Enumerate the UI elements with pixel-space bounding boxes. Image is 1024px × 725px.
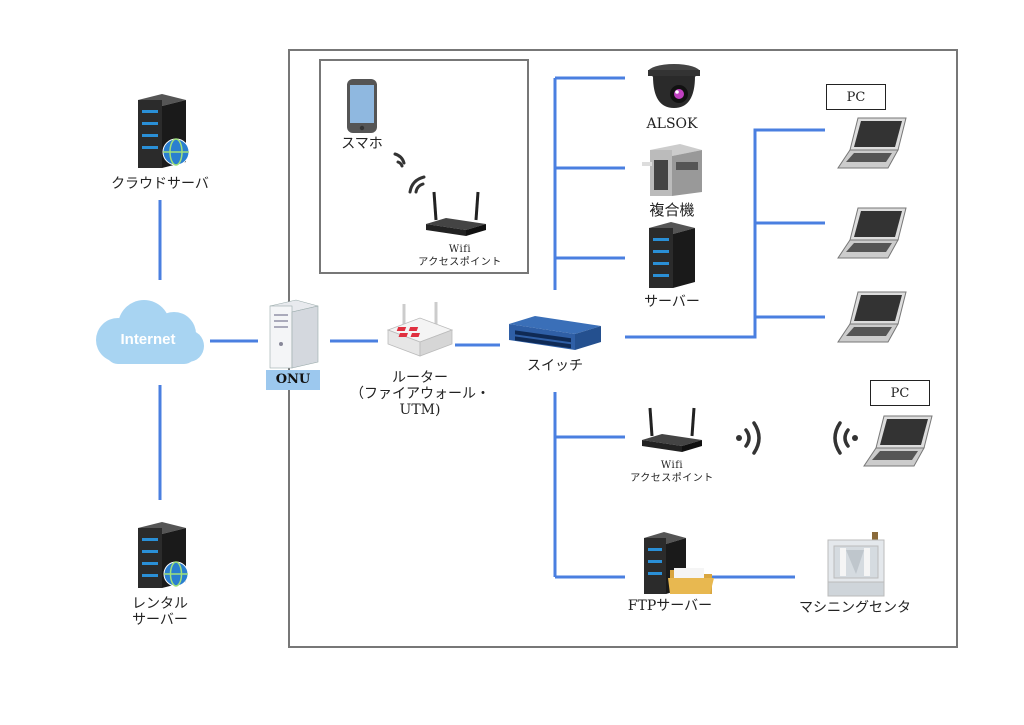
onu-icon [266, 298, 322, 374]
pc-wireless-label: PC [870, 380, 930, 406]
server-label: サーバー [644, 294, 700, 310]
wifi-ap-label-line2: アクセスポイント [418, 257, 502, 268]
wifi-signal-icon [392, 150, 414, 180]
laptop-icon [836, 116, 910, 176]
bus-pcs [625, 128, 825, 339]
mfp-label: 複合機 [649, 201, 695, 219]
wifi-ap-icon [640, 406, 704, 460]
internet-cloud-icon [88, 296, 210, 372]
multifunction-printer-icon [640, 142, 706, 202]
rental-server-icon [132, 520, 194, 596]
router-label-line2: （ファイアウォール・ [350, 386, 490, 402]
switch-icon [505, 314, 605, 358]
internet-label: Internet [120, 331, 176, 348]
cloud-server-label: クラウドサーバ [111, 176, 209, 192]
cloud-server-icon [132, 92, 194, 176]
alsok-label: ALSOK [646, 116, 698, 132]
wifi-ap-label-line1: Wifi [448, 244, 472, 255]
wifi-signal-icon [826, 418, 860, 462]
laptop-icon [836, 290, 910, 350]
rental-server-label-line2: サーバー [132, 612, 188, 628]
security-camera-icon [645, 60, 703, 118]
wireless-zone-frame [319, 59, 529, 274]
server-icon [645, 220, 699, 294]
switch-label: スイッチ [527, 358, 583, 374]
rental-server-label-line1: レンタル [132, 596, 188, 612]
wifi-ap-icon [424, 190, 488, 244]
smartphone-label: スマホ [341, 136, 383, 152]
wifi-signal-icon [408, 174, 428, 200]
machining-center-label: マシニングセンタ [799, 600, 911, 616]
machining-center-icon [824, 530, 888, 604]
ftp-server-label: FTPサーバー [627, 598, 713, 614]
router-label-line3: UTM) [399, 402, 441, 418]
wifi-ap-label-line2: アクセスポイント [630, 473, 714, 484]
laptop-icon [836, 206, 910, 266]
smartphone-icon [345, 78, 379, 138]
ftp-server-icon [640, 530, 714, 600]
wifi-signal-icon [734, 418, 768, 462]
router-label-line1: ルーター [392, 370, 448, 386]
onu-label: ONU [266, 370, 320, 390]
wifi-ap-label-line1: Wifi [660, 460, 684, 471]
router-utm-icon [384, 300, 456, 364]
laptop-icon [862, 414, 936, 474]
pc-group-label: PC [826, 84, 886, 110]
